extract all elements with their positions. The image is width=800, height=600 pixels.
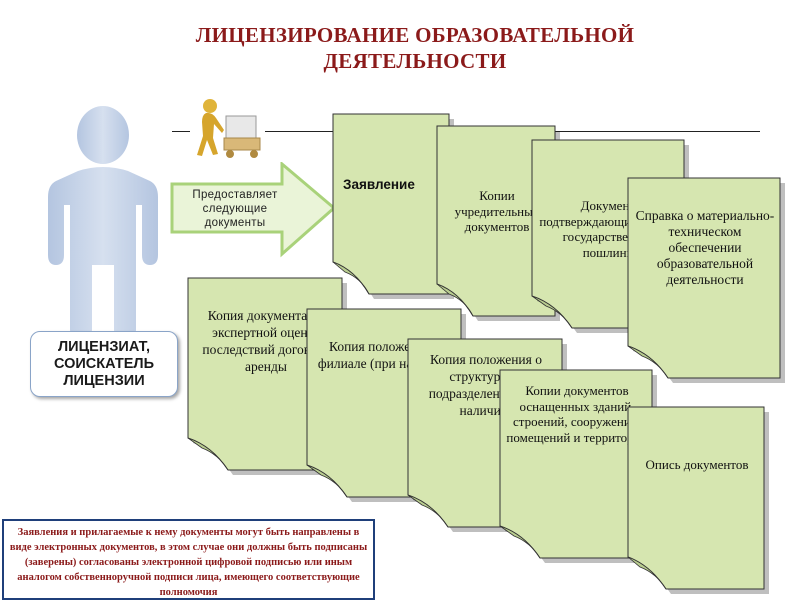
document-label: Справка о материально-техническом обеспе… bbox=[635, 208, 775, 287]
page-title: ЛИЦЕНЗИРОВАНИЕ ОБРАЗОВАТЕЛЬНОЙ ДЕЯТЕЛЬНО… bbox=[195, 23, 635, 73]
person-silhouette-icon bbox=[38, 105, 168, 340]
divider-left bbox=[172, 131, 190, 132]
licensee-box: ЛИЦЕНЗИАТ, СОИСКАТЕЛЬ ЛИЦЕНЗИИ bbox=[30, 331, 178, 397]
flow-arrow-icon bbox=[170, 160, 338, 263]
document-material-base-certificate: Справка о материально-техническом обеспе… bbox=[626, 176, 785, 384]
figure-pushing-cart-icon bbox=[196, 98, 266, 175]
document-label: Заявление bbox=[343, 177, 415, 192]
document-label: Копии документов оснащенных зданий, стро… bbox=[506, 383, 648, 445]
arrow-label: Предоставляет следующие документы bbox=[192, 189, 278, 229]
document-label: Копия документа об экспертной оценке пос… bbox=[202, 308, 330, 374]
document-label: Копии учредительных документов bbox=[454, 188, 540, 234]
document-founding-copies: Копии учредительных документов bbox=[435, 124, 560, 322]
document-building-copies: Копии документов оснащенных зданий, стро… bbox=[498, 368, 657, 564]
electronic-submission-note: Заявления и прилагаемые к нему документы… bbox=[2, 519, 375, 600]
document-statement: Заявление bbox=[331, 112, 454, 300]
document-label: Опись документов bbox=[645, 457, 749, 472]
document-label: Документ, подтверждающий уплату государс… bbox=[539, 198, 679, 260]
document-inventory: Опись документов bbox=[626, 405, 769, 595]
